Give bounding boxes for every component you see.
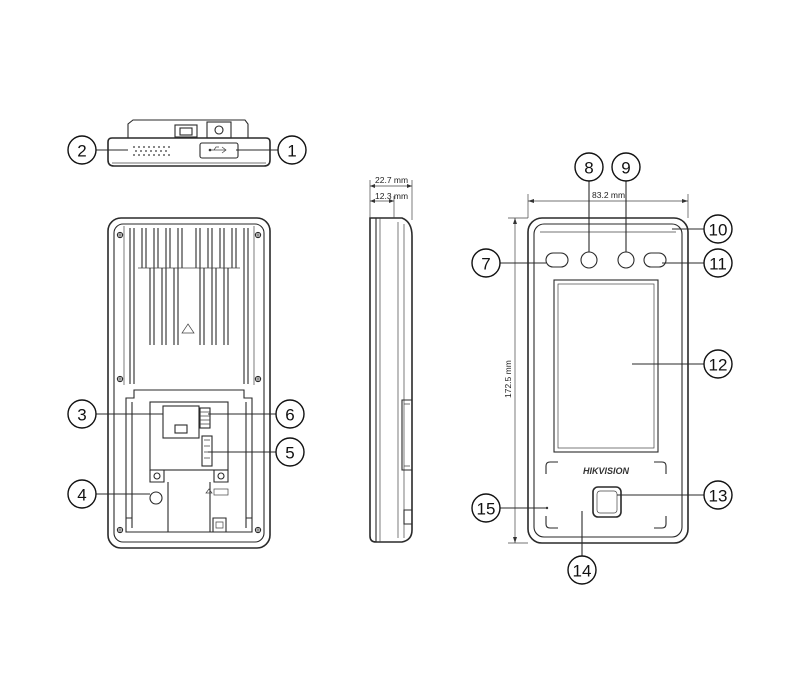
callout-14: 14 [567,555,597,585]
svg-text:5: 5 [285,444,294,463]
camera-right [617,251,635,269]
height-dimension-lines [508,217,528,544]
dip-switch [199,407,211,429]
svg-text:1: 1 [287,142,296,161]
callout-4: 4 [67,479,97,509]
heat-sink-fins [123,226,255,385]
callout-8: 8 [574,152,604,182]
usb-port [199,142,239,159]
svg-text:11: 11 [709,255,727,274]
rear-view [107,217,271,549]
depth-dimension-lines [369,180,413,220]
brand-logo: HIKVISION [583,466,630,476]
svg-text:12: 12 [709,356,728,375]
fingerprint-module [592,486,622,518]
width-label: 83.2 mm [592,190,625,200]
svg-text:2: 2 [77,142,86,161]
speaker-holes [133,146,170,156]
callout-3: 3 [67,399,97,429]
callout-13: 13 [703,480,733,510]
camera-left [580,251,598,269]
microphone-hole [545,506,549,510]
callout-11: 11 [703,248,733,278]
ir-light-right [643,252,667,268]
svg-text:10: 10 [709,221,728,240]
leader-lines [96,149,704,556]
depth-total-label: 22.7 mm [375,175,408,185]
front-view: HIKVISION 83.2 mm 172.5 mm [503,190,689,544]
callout-12: 12 [703,349,733,379]
callout-9: 9 [611,152,641,182]
top-view [107,119,271,167]
svg-text:14: 14 [573,562,592,581]
callout-6: 6 [275,399,305,429]
callout-5: 5 [275,437,305,467]
callout-15: 15 [471,493,501,523]
display-screen [553,279,659,453]
depth-body-label: 12.3 mm [375,191,408,201]
svg-text:7: 7 [481,255,490,274]
svg-text:4: 4 [77,486,86,505]
svg-text:15: 15 [477,500,496,519]
cable-connector [201,435,213,467]
svg-text:3: 3 [77,406,86,425]
ir-light-left [545,252,569,268]
svg-text:6: 6 [285,406,294,425]
callout-1: 1 [277,135,307,165]
svg-text:13: 13 [709,487,728,506]
svg-text:8: 8 [584,159,593,178]
caution-label [205,488,229,496]
callout-2: 2 [67,135,97,165]
callout-10: 10 [703,214,733,244]
svg-text:9: 9 [621,159,630,178]
height-label: 172.5 mm [503,360,513,398]
width-dimension-lines [527,194,689,218]
callout-7: 7 [471,248,501,278]
mounting-plate [125,389,253,533]
side-view: 22.7 mm 12.3 mm [369,175,413,543]
